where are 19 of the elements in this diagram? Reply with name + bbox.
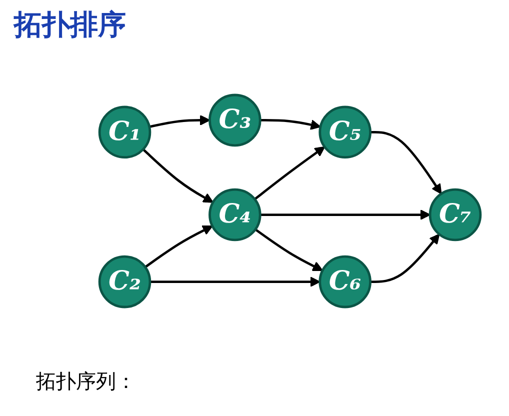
arrow xyxy=(260,119,321,130)
arrow xyxy=(149,114,210,128)
arrow xyxy=(254,146,326,200)
node-circle: C₇ xyxy=(428,188,482,242)
node-circle: C₃ xyxy=(208,94,262,147)
arrow xyxy=(150,276,320,288)
arrow xyxy=(144,226,213,268)
arrow xyxy=(370,130,442,194)
note-text: 拓扑序列： xyxy=(36,368,136,395)
arrow xyxy=(254,228,324,272)
arrow xyxy=(370,234,440,283)
title: 拓扑排序 xyxy=(14,7,126,43)
node-circle: C₅ xyxy=(318,106,372,159)
arrow xyxy=(142,148,214,203)
node-circle: C₁ xyxy=(98,106,152,159)
node-circle: C₆ xyxy=(318,255,372,308)
node-circle: C₂ xyxy=(98,255,152,308)
arrow xyxy=(260,210,431,220)
node-circle: C₄ xyxy=(208,188,262,242)
